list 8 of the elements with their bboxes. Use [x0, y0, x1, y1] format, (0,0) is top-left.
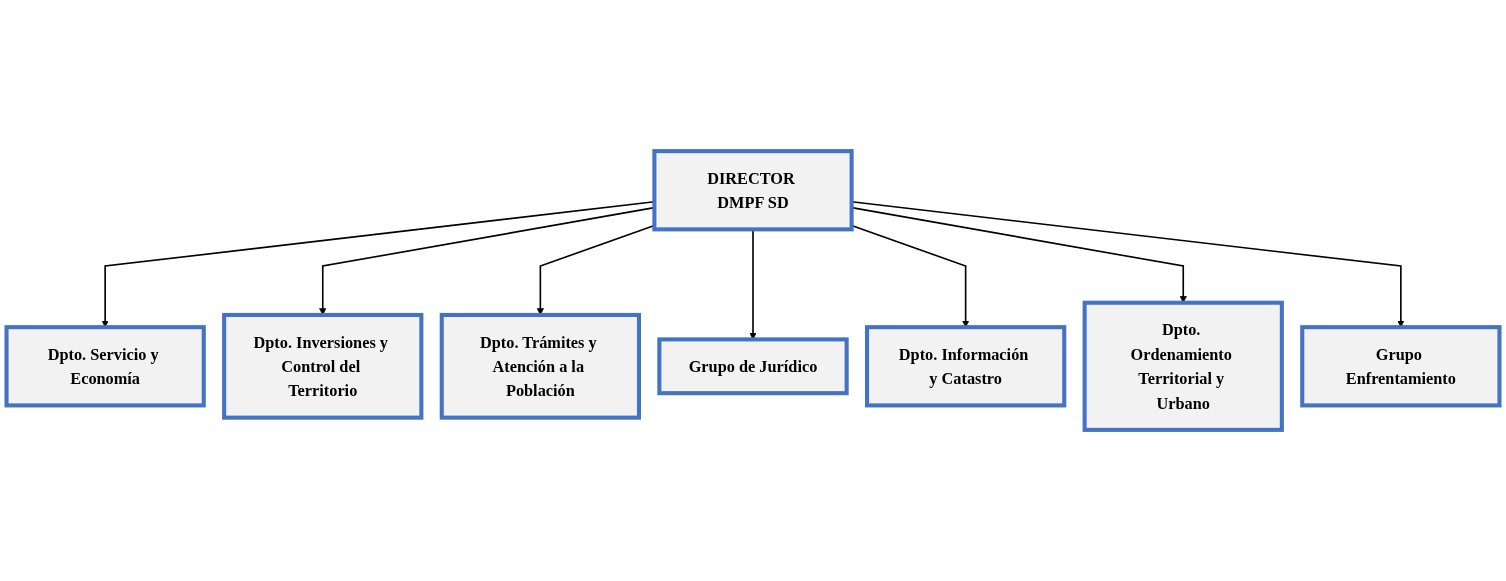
node-box: Dpto. Información y Catastro [865, 325, 1067, 408]
node-box: Grupo Enfrentamiento [1300, 325, 1502, 408]
node-box: Dpto. Ordenamiento Territorial y Urbano [1082, 300, 1284, 432]
node-box: Grupo de Jurídico [657, 337, 849, 396]
node-box: Dpto. Inversiones y Control del Territorio [222, 312, 424, 420]
node-box: DIRECTOR DMPF SD [652, 149, 854, 232]
node-box: Dpto. Servicio y Economía [4, 325, 206, 408]
node-box: Dpto. Trámites y Atención a la Población [439, 312, 641, 420]
